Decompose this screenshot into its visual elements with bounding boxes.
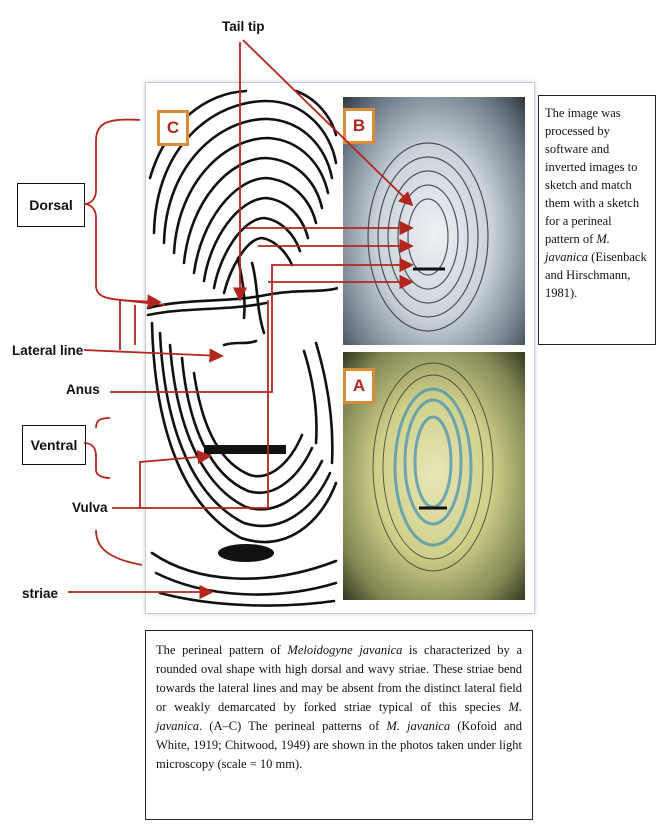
caption-species-3: M. javanica (386, 719, 450, 733)
caption-species-1: Meloidogyne javanica (287, 643, 402, 657)
side-note-text-1: The image was processed by software and … (545, 106, 639, 246)
caption-text-3: . (A–C) The perineal patterns of (199, 719, 386, 733)
caption-box: The perineal pattern of Meloidogyne java… (145, 630, 533, 820)
caption-text-1: The perineal pattern of (156, 643, 287, 657)
side-note-box: The image was processed by software and … (538, 95, 656, 345)
